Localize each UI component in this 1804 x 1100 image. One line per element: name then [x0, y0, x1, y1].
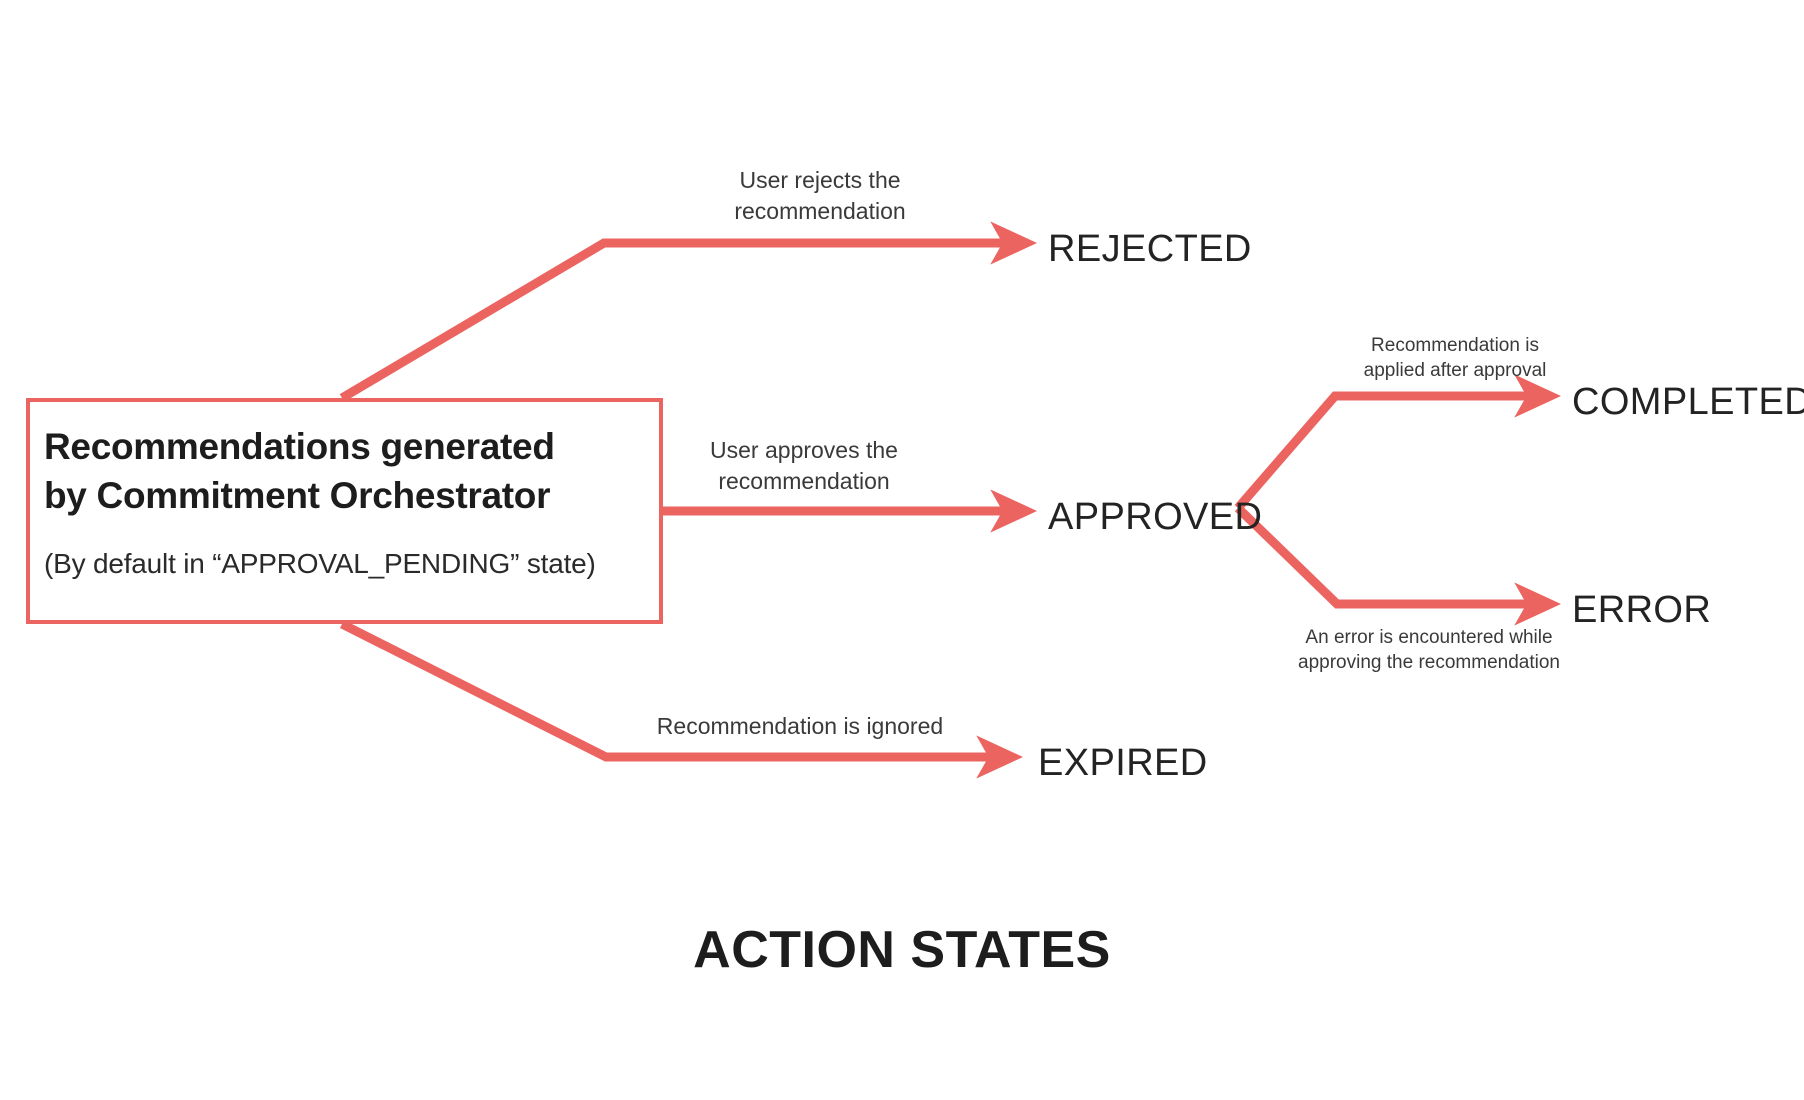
diagram-caption: ACTION STATES	[693, 921, 1111, 979]
state-approved: APPROVED	[1048, 496, 1263, 538]
edge-reject	[339, 221, 1038, 402]
edge-error	[1234, 504, 1562, 626]
edge-label-expire: Recommendation is ignored	[656, 713, 944, 739]
edge-completed	[1234, 374, 1562, 511]
edge-label-completed: Recommendation is applied after approval	[1363, 335, 1547, 382]
edge-label-approve: User approves the recommendation	[710, 437, 898, 494]
source-node-content: Recommendations generated by Commitment …	[44, 422, 645, 581]
state-expired: EXPIRED	[1038, 742, 1208, 784]
edge-label-error: An error is encountered while approving …	[1298, 627, 1560, 674]
state-rejected: REJECTED	[1048, 228, 1252, 270]
state-error: ERROR	[1572, 589, 1712, 631]
state-completed: COMPLETED	[1572, 381, 1804, 423]
source-node-title: Recommendations generated by Commitment …	[44, 426, 555, 517]
edge-label-reject: User rejects the recommendation	[734, 167, 906, 224]
source-node: Recommendations generated by Commitment …	[26, 398, 663, 624]
source-node-subtitle: (By default in “APPROVAL_PENDING” state)	[44, 548, 596, 580]
edge-expire	[339, 619, 1024, 779]
